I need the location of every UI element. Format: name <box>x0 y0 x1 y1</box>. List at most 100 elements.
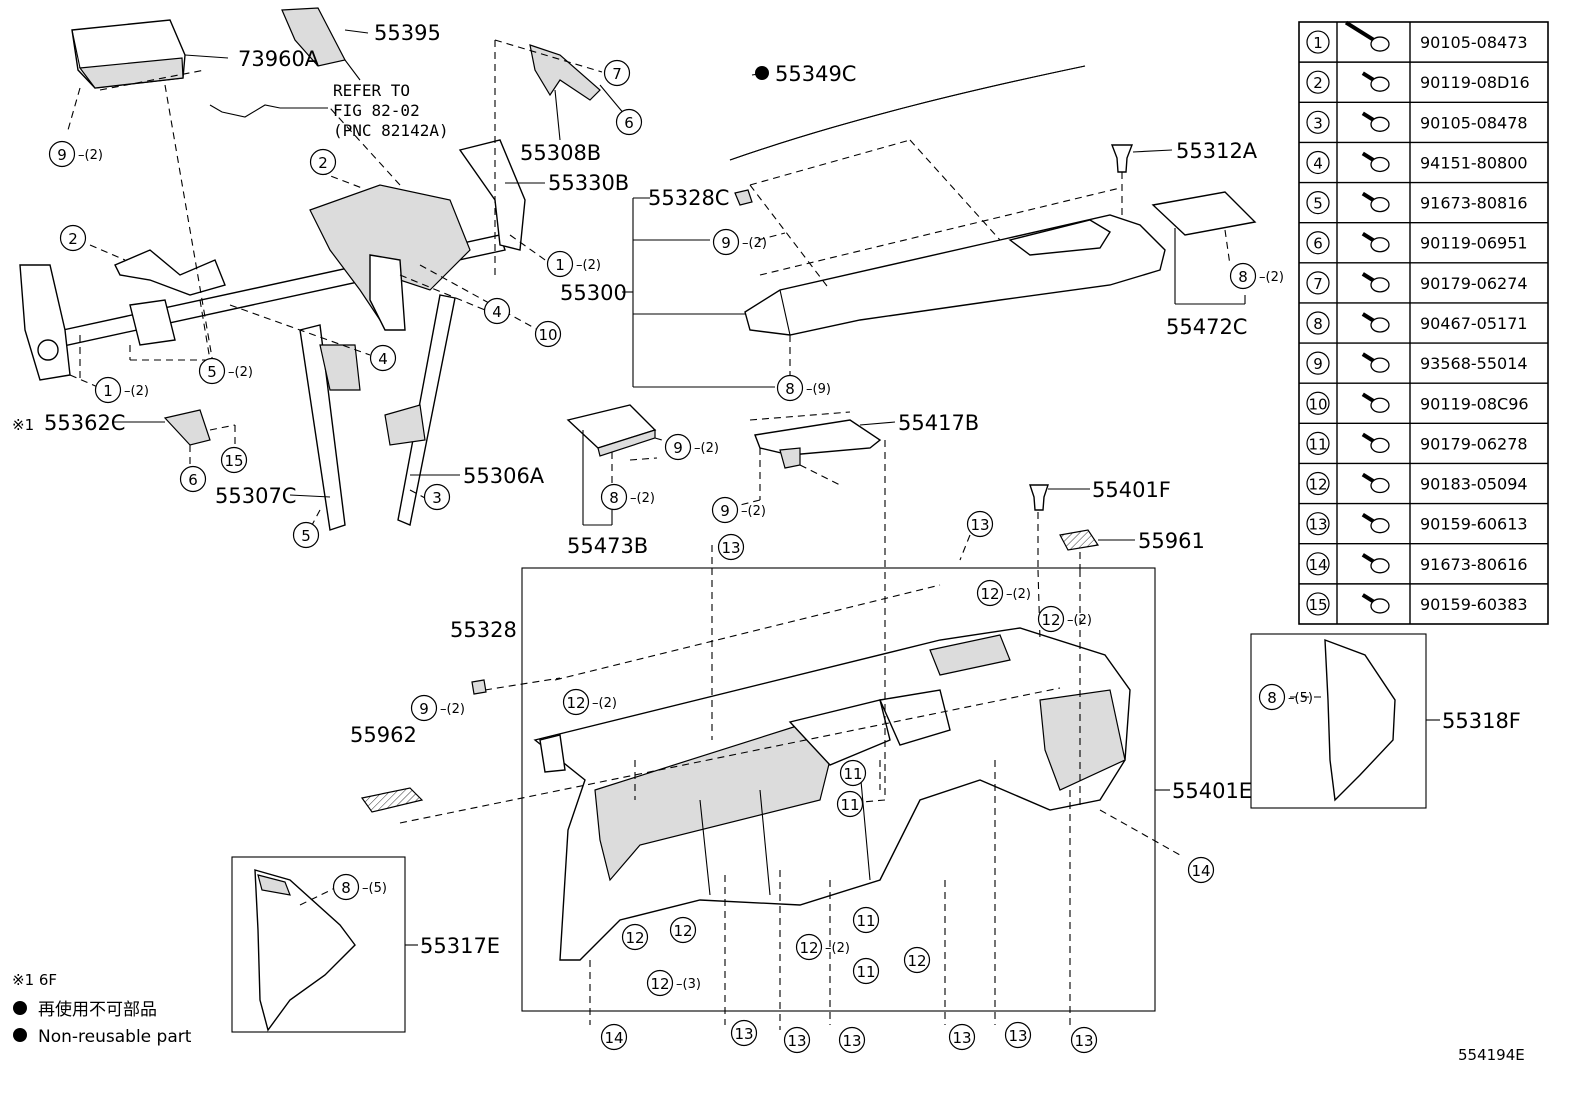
fastener-icon <box>1344 20 1390 52</box>
callout-5: 5 <box>292 521 320 549</box>
callout-number: 12 <box>799 939 818 957</box>
callout-14: 14 <box>1187 856 1215 884</box>
table-row-circle <box>1306 471 1330 496</box>
callout-group: 9–(2)76221–(2)41045–(2)1–(2)615359–(2)8–… <box>48 59 1313 1054</box>
callout-1: 1–(2) <box>546 250 601 278</box>
clip-55401F-shape <box>1029 484 1049 511</box>
fastener-icon <box>1361 232 1390 253</box>
label-55362C-mark: ※1 <box>12 416 34 434</box>
table-frame <box>1298 21 1549 625</box>
callout-8: 8–(2) <box>1229 262 1284 290</box>
callout-circle <box>1004 1021 1032 1049</box>
table-row-circle <box>1306 311 1330 335</box>
clip-55328C-shape <box>734 189 753 206</box>
callout-13: 13 <box>966 510 994 538</box>
callout-13: 13 <box>948 1023 976 1051</box>
leader-lines <box>67 29 1440 1033</box>
refer-note-line2: FIG 82-02 <box>333 101 420 120</box>
callout-number: 12 <box>650 975 669 993</box>
callout-9: 9–(2) <box>711 496 766 524</box>
bracket-55395-shape <box>281 7 346 67</box>
callout-circle <box>1037 605 1065 633</box>
callout-number: 3 <box>432 489 442 507</box>
callout-circle <box>948 1023 976 1051</box>
cover-55472C-shape <box>1151 191 1257 236</box>
legend-nonreusable-ja: 再使用不可部品 <box>38 999 157 1020</box>
part-drawings <box>19 7 1396 1032</box>
table-row-circle <box>1306 70 1330 94</box>
callout-number: 2 <box>68 230 78 248</box>
callout-quantity: –(2) <box>825 941 850 956</box>
label-55961: 55961 <box>1138 529 1205 553</box>
callout-circle <box>838 1026 866 1054</box>
callout-number: 11 <box>840 796 859 814</box>
callout-quantity: –(2) <box>1067 613 1092 628</box>
callout-circle <box>1258 683 1286 711</box>
callout-13: 13 <box>783 1026 811 1054</box>
callout-circle <box>179 465 207 493</box>
callout-circle <box>717 533 745 561</box>
callout-quantity: –(5) <box>1288 691 1313 706</box>
refer-note-line3: (PNC 82142A) <box>333 121 449 140</box>
callout-circle <box>836 790 864 818</box>
callout-13: 13 <box>1070 1026 1098 1054</box>
fastener-icon <box>1361 593 1390 614</box>
harness-wire <box>209 104 281 118</box>
callout-number: 9 <box>720 502 730 520</box>
callout-number: 12 <box>625 929 644 947</box>
vent-55962-shape <box>360 787 424 813</box>
callout-circle <box>976 579 1004 607</box>
callout-circle <box>852 957 880 985</box>
callout-circle <box>546 250 574 278</box>
callout-quantity: –(3) <box>676 977 701 992</box>
table-row-circle <box>1306 231 1330 255</box>
callout-circle <box>94 376 122 404</box>
callout-number: 8 <box>341 879 351 897</box>
legend-bullet-en <box>13 1028 27 1042</box>
callout-quantity: –(9) <box>806 382 831 397</box>
bracket-55308B-shape <box>529 44 601 101</box>
callout-number: 14 <box>1191 862 1210 880</box>
callout-10: 10 <box>534 320 562 348</box>
label-55472C: 55472C <box>1166 315 1247 339</box>
callout-12: 12–(2) <box>1037 605 1092 633</box>
reinforcement-shape <box>19 139 526 381</box>
callout-number: 5 <box>301 527 311 545</box>
callout-13: 13 <box>838 1026 866 1054</box>
refer-note-line1: REFER TO <box>333 81 410 100</box>
brace-55306A-shape <box>397 294 456 526</box>
callout-number: 5 <box>207 363 217 381</box>
table-row-part-number: 90179-06274 <box>1420 274 1528 293</box>
callout-circle <box>1070 1026 1098 1054</box>
table-row-number: 14 <box>1308 556 1327 574</box>
table-row-number: 5 <box>1313 195 1323 213</box>
table-row-number: 3 <box>1313 114 1323 132</box>
callout-circle <box>198 357 226 385</box>
label-55417B: 55417B <box>898 411 979 435</box>
label-55318F: 55318F <box>1442 709 1521 733</box>
callout-1: 1–(2) <box>94 376 149 404</box>
callout-circle <box>966 510 994 538</box>
table-row-number: 15 <box>1308 596 1327 614</box>
table-row-circle <box>1306 110 1330 134</box>
callout-9: 9–(2) <box>664 433 719 461</box>
callout-number: 12 <box>907 952 926 970</box>
callout-3: 3 <box>423 483 451 511</box>
callout-9: 9–(2) <box>48 140 103 168</box>
callout-13: 13 <box>730 1019 758 1047</box>
callout-circle <box>852 906 880 934</box>
label-55962: 55962 <box>350 723 417 747</box>
callout-4: 4 <box>369 344 397 372</box>
callout-12: 12–(2) <box>562 688 617 716</box>
table-row-part-number: 91673-80816 <box>1420 194 1528 213</box>
callout-11: 11 <box>852 957 880 985</box>
callout-circle <box>410 694 438 722</box>
table-row-part-number: 90179-06278 <box>1420 434 1528 453</box>
label-55401E: 55401E <box>1172 779 1252 803</box>
callout-5: 5–(2) <box>198 357 253 385</box>
callout-8: 8–(5) <box>1258 683 1313 711</box>
